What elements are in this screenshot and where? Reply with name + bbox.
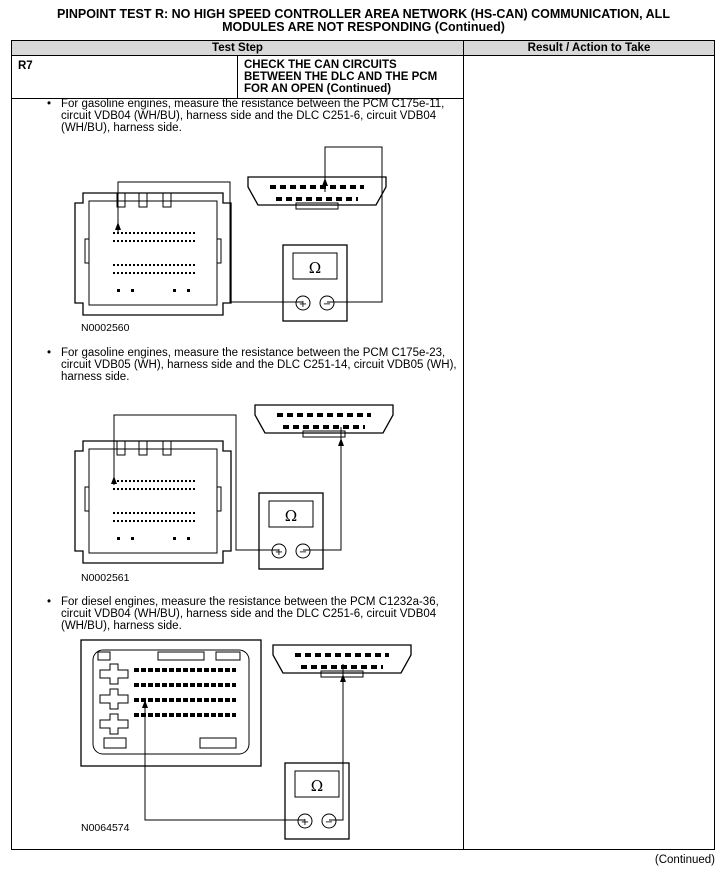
page-title: PINPOINT TEST R: NO HIGH SPEED CONTROLLE… (0, 8, 727, 34)
figure-id-1: N0002560 (81, 322, 130, 334)
bullet-1: For gasoline engines, measure the resist… (47, 98, 461, 134)
result-cell (463, 55, 715, 850)
step-body (11, 98, 464, 850)
continued-note: (Continued) (654, 854, 715, 866)
figure-id-2: N0002561 (81, 572, 130, 584)
step-id: R7 (11, 55, 238, 99)
step-body-content: For gasoline engines, measure the resist… (11, 0, 464, 877)
title-line-1: PINPOINT TEST R: NO HIGH SPEED CONTROLLE… (57, 7, 670, 21)
figure-id-3: N0064574 (81, 822, 130, 834)
bullet-2: For gasoline engines, measure the resist… (47, 347, 461, 383)
diesel-pcm-connector (80, 639, 262, 767)
bullet-3: For diesel engines, measure the resistan… (47, 596, 461, 632)
header-result-action: Result / Action to Take (463, 40, 715, 56)
header-test-step: Test Step (11, 40, 464, 56)
title-line-2: MODULES ARE NOT RESPONDING (Continued) (222, 20, 505, 34)
